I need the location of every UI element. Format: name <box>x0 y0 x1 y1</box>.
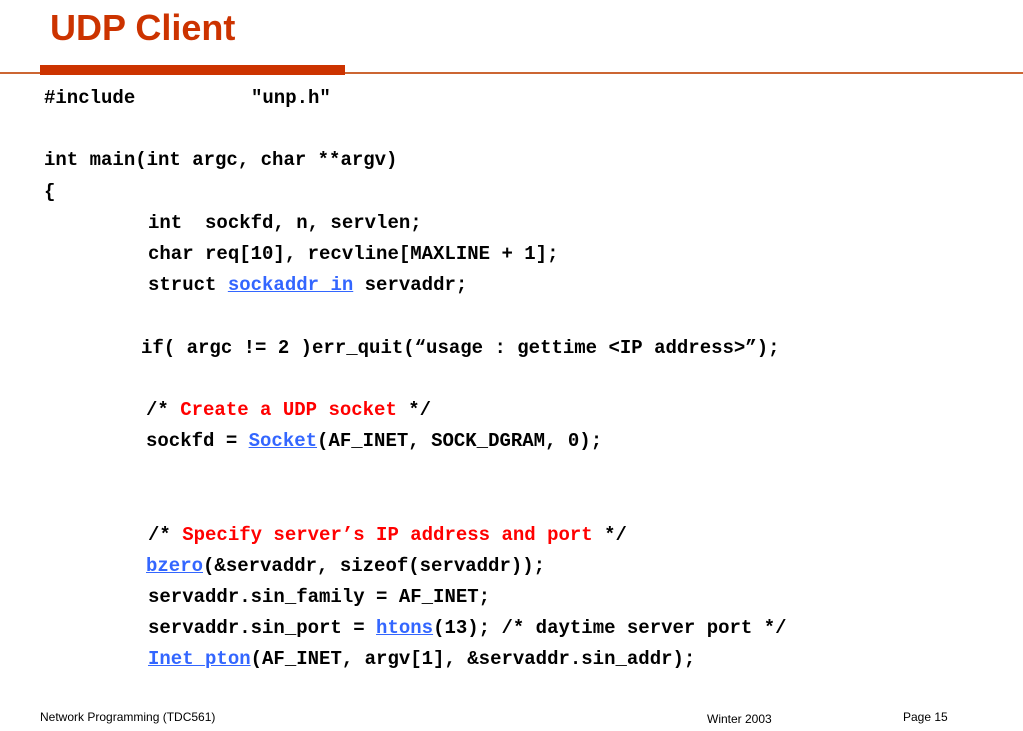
comment-text: Create a UDP socket <box>180 399 397 421</box>
code-line-sin-port: servaddr.sin_port = htons(13); /* daytim… <box>148 616 787 640</box>
code-text: servaddr.sin_port = <box>148 617 377 639</box>
code-line-main: int main(int argc, char **argv) <box>44 149 398 171</box>
sockaddr-in-link[interactable]: sockaddr_in <box>227 274 354 296</box>
code-line-comment-create-socket: /* Create a UDP socket */ <box>146 398 431 422</box>
code-text: sockfd = <box>146 430 249 452</box>
code-text: (AF_INET, argv[1], &servaddr.sin_addr); <box>250 648 696 670</box>
htons-link[interactable]: htons <box>376 617 434 639</box>
code-line-inet-pton: Inet_pton(AF_INET, argv[1], &servaddr.si… <box>148 647 695 671</box>
include-directive: #include <box>44 87 136 109</box>
footer-page-number: Page 15 <box>903 710 948 724</box>
comment-text: Specify server’s IP address and port <box>182 524 593 546</box>
include-header: "unp.h" <box>251 87 331 109</box>
code-line-open-brace: { <box>44 181 56 203</box>
code-line-socket-call: sockfd = Socket(AF_INET, SOCK_DGRAM, 0); <box>146 429 602 453</box>
code-line-include: #include "unp.h" <box>44 86 331 110</box>
code-listing: #include "unp.h" int main(int argc, char … <box>44 86 787 671</box>
code-line-int-decl: int sockfd, n, servlen; <box>148 212 422 234</box>
bzero-link[interactable]: bzero <box>146 555 204 577</box>
code-text: (&servaddr, sizeof(servaddr)); <box>203 555 546 577</box>
code-line-argc-check: if( argc != 2 )err_quit(“usage : gettime… <box>141 337 780 359</box>
comment-open: /* <box>148 524 183 546</box>
comment-close: */ <box>396 399 432 421</box>
footer-course-name: Network Programming (TDC561) <box>40 710 216 724</box>
code-text: servaddr; <box>353 274 468 296</box>
code-line-char-decl: char req[10], recvline[MAXLINE + 1]; <box>148 243 559 265</box>
code-text: struct <box>148 274 228 296</box>
socket-link[interactable]: Socket <box>248 430 318 452</box>
comment-open: /* <box>146 399 181 421</box>
code-text: (AF_INET, SOCK_DGRAM, 0); <box>317 430 603 452</box>
title-underline-rule <box>0 72 1023 74</box>
comment-close: */ <box>592 524 627 546</box>
inet-pton-link[interactable]: Inet_pton <box>148 648 251 670</box>
code-line-comment-specify-server: /* Specify server’s IP address and port … <box>148 523 627 547</box>
slide-title: UDP Client <box>50 7 236 48</box>
title-accent-bar <box>40 65 345 75</box>
code-line-sin-family: servaddr.sin_family = AF_INET; <box>148 586 491 608</box>
footer-term: Winter 2003 <box>707 712 772 726</box>
code-line-struct-decl: struct sockaddr_in servaddr; <box>148 273 467 297</box>
code-line-bzero: bzero(&servaddr, sizeof(servaddr)); <box>146 554 545 578</box>
code-text: (13); /* daytime server port */ <box>433 617 787 639</box>
